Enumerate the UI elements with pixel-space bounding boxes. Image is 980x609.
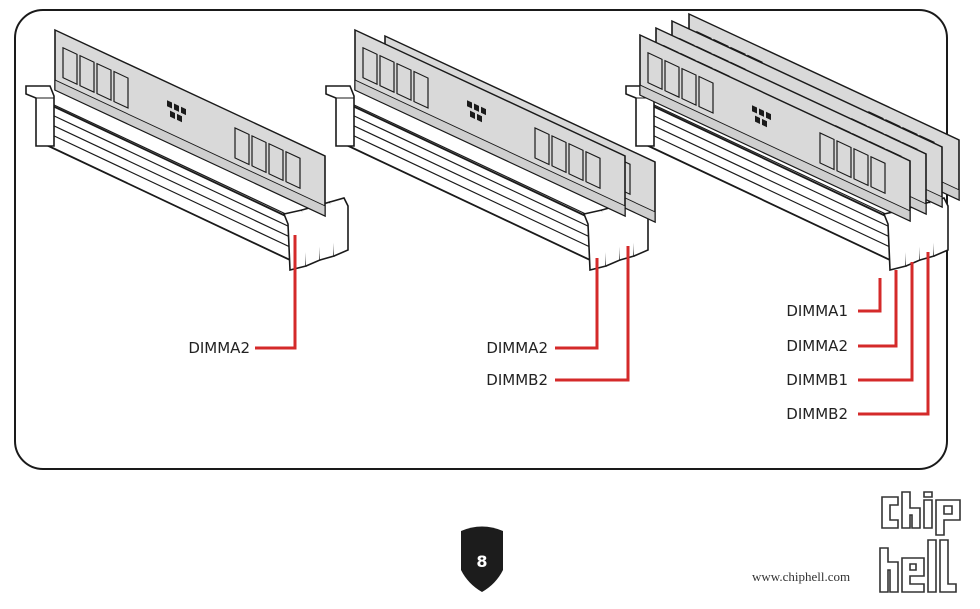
config-two-modules: DIMMA2 DIMMB2 — [325, 29, 656, 389]
watermark-url: www.chiphell.com — [752, 569, 850, 584]
shield-icon — [461, 526, 503, 592]
label-dimma1-quad: DIMMA1 — [786, 302, 848, 320]
leader-dimmb2-quad — [858, 252, 930, 416]
config-one-module: DIMMA2 — [25, 29, 349, 357]
label-dimmb2-dual: DIMMB2 — [486, 371, 548, 389]
leader-dimmb2-dual — [555, 246, 630, 382]
leader-dimmb1-quad — [858, 262, 914, 382]
label-dimma2-quad: DIMMA2 — [786, 337, 848, 355]
label-dimmb2-quad: DIMMB2 — [786, 405, 848, 423]
label-dimma2-dual: DIMMA2 — [486, 339, 548, 357]
config-four-modules: DIMMA1 DIMMA2 DIMMB1 DIMMB2 — [625, 13, 960, 423]
leader-dimma2-quad — [858, 270, 898, 348]
leader-dimma1-quad — [858, 278, 882, 313]
label-dimmb1-quad: DIMMB1 — [786, 371, 848, 389]
chiphell-logo — [879, 491, 961, 593]
watermark: www.chiphell.com — [752, 491, 961, 593]
leader-dimma2-single — [255, 235, 297, 350]
page-number: 8 — [476, 552, 487, 571]
leader-dimma2-dual — [555, 258, 599, 350]
page-number-badge: 8 — [461, 526, 503, 592]
label-dimma2-single: DIMMA2 — [188, 339, 250, 357]
